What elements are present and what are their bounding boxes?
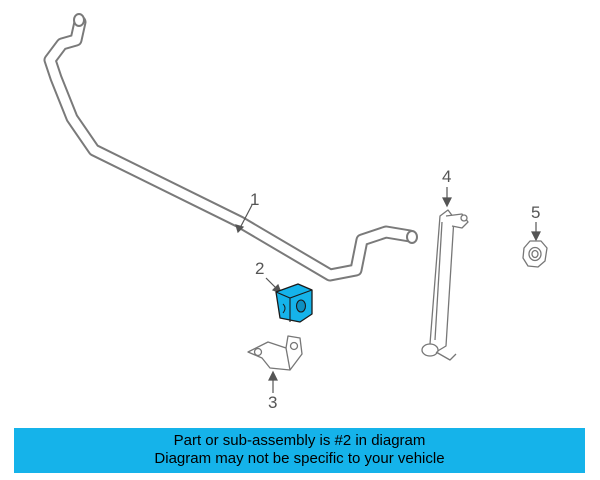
nut-part-5 (522, 240, 548, 268)
callout-3: 3 (268, 393, 278, 412)
callout-5: 5 (531, 203, 541, 222)
callout-1: 1 (250, 190, 260, 209)
banner-line-1: Part or sub-assembly is #2 in diagram (173, 432, 426, 449)
stabilizer-bar (43, 13, 418, 282)
info-banner: Part or sub-assembly is #2 in diagram Di… (14, 428, 585, 473)
parts-diagram (43, 13, 548, 393)
banner-line-2: Diagram may not be specific to your vehi… (154, 450, 445, 467)
stabilizer-link-part-4 (421, 209, 469, 361)
bracket-part-3 (247, 335, 303, 371)
callout-2: 2 (255, 259, 265, 278)
callout-4: 4 (442, 167, 452, 186)
bushing-part-2 (275, 283, 313, 323)
